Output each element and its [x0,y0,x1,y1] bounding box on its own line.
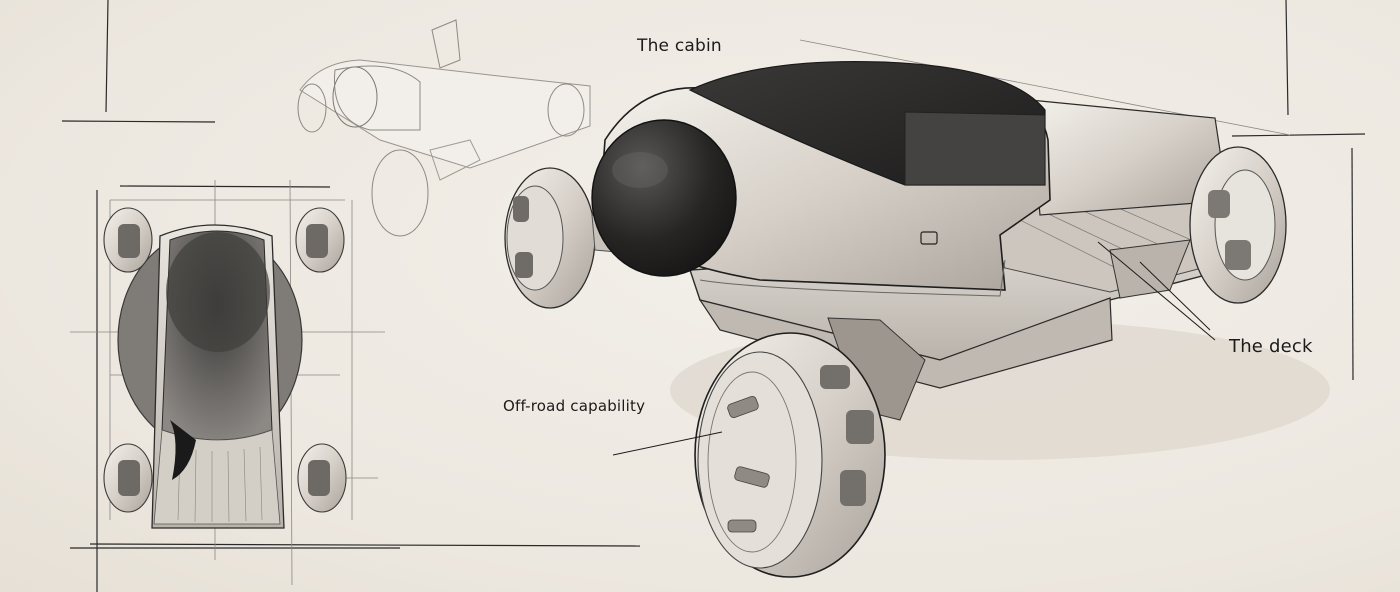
main-perspective-sketch [504,60,1287,578]
perspective-thumbnail-sketch [297,19,591,237]
callout-off-road-capability: Off-road capability [503,397,646,415]
construction-lines [61,0,1366,592]
callout-the-deck: The deck [1229,336,1313,357]
top-view-sketch [103,207,347,529]
callout-the-cabin: The cabin [637,36,722,56]
leader-lines [612,241,1216,456]
